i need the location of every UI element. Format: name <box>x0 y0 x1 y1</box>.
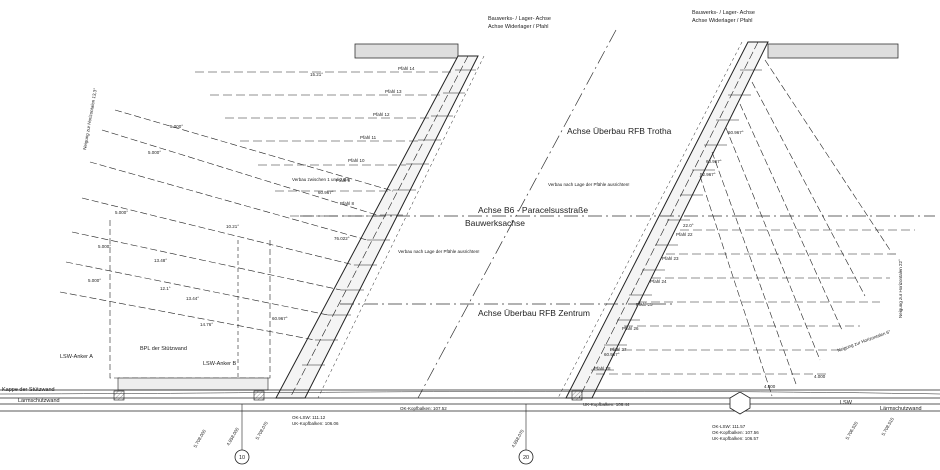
wall-cap-left <box>354 43 459 59</box>
pfahl-12-label: Pfahl 12 <box>373 112 390 117</box>
pfahl-23-label: Pfahl 23 <box>662 256 679 261</box>
angle-label-left-8: 12.1° <box>160 286 171 291</box>
right-level-0: OK-LSW: 111.57 <box>712 424 746 429</box>
dim-right-0: 4.000 <box>764 384 776 389</box>
pfahl-25-label: Pfahl 25 <box>636 302 653 307</box>
laermschutz-right-label: Lärmschutzwand <box>880 406 922 412</box>
lsw-label: LSW <box>840 400 853 406</box>
angle-label-right-3: 52.967° <box>700 172 716 177</box>
angle-left-0: 5.000° <box>170 124 183 129</box>
right-level-2: UK-Kopfbalken: 106.57 <box>712 436 759 441</box>
lsw-anker-block-right <box>571 390 583 401</box>
angle-label-left-4: 10.21° <box>226 224 239 229</box>
verbau-note-right: Verbau nach Lage der Pfähle ausrichten! <box>548 182 630 187</box>
right-pile-fan <box>699 59 891 397</box>
axis-lines <box>300 29 935 399</box>
station-2: 5.708.070 <box>255 420 270 440</box>
right-level-1: OK-Kopfbalken: 107.56 <box>712 430 759 435</box>
right-pile-ticks <box>591 69 762 371</box>
station-3: 4.858.070 <box>511 428 526 448</box>
left-level-0: OK-LSW: 111.12 <box>292 415 326 420</box>
pfahl-9-label: Pfahl 9 <box>336 178 351 183</box>
bpl-label: BPL der Stützwand <box>140 346 187 352</box>
pfahl-11-label: Pfahl 11 <box>360 135 377 140</box>
axis-label-b6: Achse B6 - Paracelsusstraße <box>478 205 588 215</box>
bauwerk-axis-label-left: Bauwerks- / Lager- Achse <box>488 16 551 22</box>
angle-left-3: 5.000° <box>98 244 111 249</box>
station-0: 5.708.000 <box>193 428 208 448</box>
pfahl-28-label: Pfahl 28 <box>594 366 611 371</box>
station-4: 5.706.520 <box>845 420 860 440</box>
pfahl-27-label: Pfahl 27 <box>610 347 627 352</box>
left-level-1: UK-Kopfbalken: 106.06 <box>292 421 339 426</box>
station-5: 5.708.515 <box>881 416 896 436</box>
angle-label-left-0: 15.21° <box>310 72 323 77</box>
angle-left-2: 5.000° <box>115 210 128 215</box>
angle-label-left-5: 13.44° <box>186 296 199 301</box>
station-marker-10: 10 <box>234 449 250 465</box>
axis-label-bauwerksachse: Bauwerksachse <box>465 218 525 228</box>
angle-label-left-7: 13.48° <box>154 258 167 263</box>
abutment-left <box>275 55 485 399</box>
angle-left-4: 5.000° <box>88 278 101 283</box>
pfahl-14-label: Pfahl 14 <box>398 66 415 71</box>
left-pile-ticks <box>302 69 476 366</box>
angle-label-left-2: 76.022° <box>334 236 350 241</box>
ok-kopfbalken-label: OK-Kopfbalken: 107.52 <box>400 406 447 411</box>
bauwerk-axis-label-right: Bauwerks- / Lager- Achse <box>692 10 755 16</box>
laermschutz-left-label: Lärmschutzwand <box>18 398 60 404</box>
pfahl-24-label: Pfahl 24 <box>650 279 667 284</box>
dim-right-1: 4.000 <box>814 374 826 379</box>
angle-left-1: 5.000° <box>148 150 161 155</box>
verbau-note-left: Verbau nach Lage der Pfähle ausrichten! <box>398 249 480 254</box>
left-pile-fan <box>59 109 394 341</box>
angle-label-right-4: 60.967° <box>604 352 620 357</box>
angle-label-left-1: 60.967° <box>318 190 334 195</box>
road-band <box>0 389 940 412</box>
widerlager-label-right: Achse Widerlager / Pfahl <box>692 18 753 24</box>
kappe-label: Kappe der Stützwand <box>2 387 55 393</box>
station-ticks <box>241 404 527 450</box>
angle-label-right-0: 22.0° <box>683 223 694 228</box>
neigung-right-label: Neigung zur Horizontalen 22° <box>898 259 903 318</box>
right-pile-lines <box>596 229 915 375</box>
station-marker-10-label: 10 <box>239 455 245 461</box>
wall-cap-right <box>767 43 899 59</box>
station-marker-20-label: 20 <box>523 455 529 461</box>
verbau-between-note: Verbau zwischen 1 und 2 B4 <box>292 177 350 182</box>
lsw-anker-b-label: LSW-Anker B <box>203 361 237 367</box>
uk-kopfbalken-right-label: UK-Kopfbalken: 106.44 <box>583 402 630 407</box>
pfahl-13-label: Pfahl 13 <box>385 89 402 94</box>
pfahl-8-label: Pfahl 8 <box>340 201 355 206</box>
lsw-anker-block-left <box>113 390 125 401</box>
neigung-right-low-label: Neigung zur Horizontalen 6° <box>837 329 892 353</box>
neigung-left-label: Neigung zur Horizontalen 13,3° <box>82 87 98 150</box>
axis-label-trotha: Achse Überbau RFB Trotha <box>567 126 672 136</box>
stuetzwand-outline <box>109 220 271 391</box>
angle-label-right-1: 60.967° <box>728 130 744 135</box>
station-1: 4.858.000 <box>226 426 241 446</box>
angle-label-left-3: 60.967° <box>272 316 288 321</box>
pfahl-26-label: Pfahl 26 <box>622 326 639 331</box>
pfahl-22-label: Pfahl 22 <box>676 232 693 237</box>
pfahl-10-label: Pfahl 10 <box>348 158 365 163</box>
station-marker-20: 20 <box>518 449 534 465</box>
axis-label-zentrum: Achse Überbau RFB Zentrum <box>478 308 590 318</box>
hex-pier <box>729 391 751 415</box>
lsw-anker-block-mid <box>253 390 265 401</box>
lsw-anker-a-label: LSW-Anker A <box>60 354 93 360</box>
widerlager-label-left: Achse Widerlager / Pfahl <box>488 24 549 30</box>
angle-label-right-2: 60.967° <box>706 159 722 164</box>
angle-label-left-6: 14.76° <box>200 322 213 327</box>
